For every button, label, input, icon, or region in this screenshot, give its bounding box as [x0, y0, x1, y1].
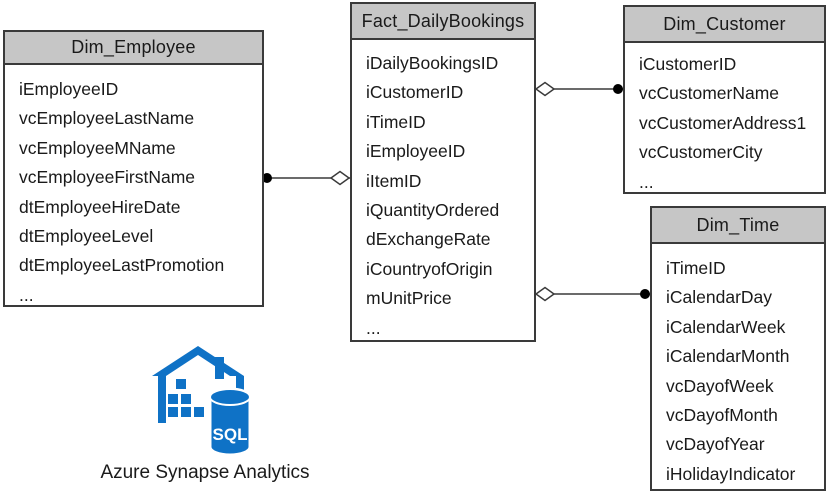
field-list-fact-dailybookings: iDailyBookingsID iCustomerID iTimeID iEm… — [352, 40, 534, 343]
field: iCalendarMonth — [666, 346, 790, 367]
database-cylinder-top — [209, 388, 251, 406]
entity-dim-customer: Dim_Customer iCustomerID vcCustomerName … — [623, 5, 826, 194]
field: iCalendarDay — [666, 287, 773, 308]
entity-header-dim-customer: Dim_Customer — [625, 7, 824, 43]
many-end-diamond-fact-customer — [534, 81, 556, 97]
field: iCustomerID — [366, 82, 464, 103]
field: vcCustomerAddress1 — [639, 112, 807, 133]
field: vcDayofMonth — [666, 405, 778, 426]
field: vcEmployeeLastName — [19, 108, 195, 129]
many-end-diamond-fact-time — [534, 286, 556, 302]
entity-header-fact-dailybookings: Fact_DailyBookings — [352, 4, 534, 40]
field: iDailyBookingsID — [366, 53, 499, 73]
field: dExchangeRate — [366, 229, 491, 250]
warehouse-box — [168, 407, 178, 417]
field: vcCustomerName — [639, 83, 780, 104]
field: dtEmployeeLevel — [19, 226, 154, 247]
logo-caption: Azure Synapse Analytics — [100, 462, 310, 483]
warehouse-box — [181, 407, 191, 417]
entity-dim-time: Dim_Time iTimeID iCalendarDay iCalendarW… — [650, 206, 826, 491]
field: iTimeID — [366, 111, 426, 132]
field-ellipsis: ... — [639, 171, 654, 192]
one-end-dot-customer — [613, 84, 623, 94]
entity-header-dim-time: Dim_Time — [652, 208, 824, 244]
warehouse-box — [168, 394, 178, 404]
field: dtEmployeeHireDate — [19, 196, 181, 217]
field-ellipsis: ... — [19, 284, 34, 305]
field: iCountryofOrigin — [366, 258, 493, 279]
warehouse-box — [181, 394, 191, 404]
warehouse-box — [194, 407, 204, 417]
entity-dim-employee: Dim_Employee iEmployeeID vcEmployeeLastN… — [3, 30, 264, 307]
warehouse-roof — [152, 346, 244, 376]
field: vcDayofYear — [666, 434, 765, 455]
field: vcDayofWeek — [666, 375, 774, 396]
azure-synapse-warehouse-sql-icon: SQL — [152, 346, 252, 456]
many-end-diamond-employee-fact — [329, 170, 351, 186]
field-ellipsis: ... — [366, 317, 381, 338]
warehouse-left-wall — [158, 376, 166, 423]
field-list-dim-customer: iCustomerID vcCustomerName vcCustomerAdd… — [625, 43, 824, 197]
sql-database-icon: SQL — [208, 387, 252, 456]
field: mUnitPrice — [366, 288, 452, 309]
field-list-dim-employee: iEmployeeID vcEmployeeLastName vcEmploye… — [5, 65, 262, 310]
field: iHolidayIndicator — [666, 463, 796, 484]
field: iCalendarWeek — [666, 316, 786, 337]
field: iQuantityOrdered — [366, 200, 500, 221]
sql-label: SQL — [213, 425, 248, 444]
field: dtEmployeeLastPromotion — [19, 255, 225, 276]
field: iCustomerID — [639, 54, 737, 74]
field: vcEmployeeFirstName — [19, 167, 196, 188]
field: iTimeID — [666, 258, 726, 278]
field: vcEmployeeMName — [19, 137, 176, 158]
entity-fact-dailybookings: Fact_DailyBookings iDailyBookingsID iCus… — [350, 2, 536, 342]
field: iItemID — [366, 170, 422, 191]
warehouse-right-wall — [236, 376, 244, 391]
field: iEmployeeID — [366, 141, 466, 162]
field: iEmployeeID — [19, 79, 119, 99]
field: vcCustomerCity — [639, 142, 763, 163]
warehouse-box — [176, 379, 186, 389]
entity-header-dim-employee: Dim_Employee — [5, 32, 262, 65]
one-end-dot-time — [640, 289, 650, 299]
warehouse-chimney — [215, 357, 224, 379]
warehouse-icon — [152, 346, 244, 423]
field-list-dim-time: iTimeID iCalendarDay iCalendarWeek iCale… — [652, 244, 824, 489]
